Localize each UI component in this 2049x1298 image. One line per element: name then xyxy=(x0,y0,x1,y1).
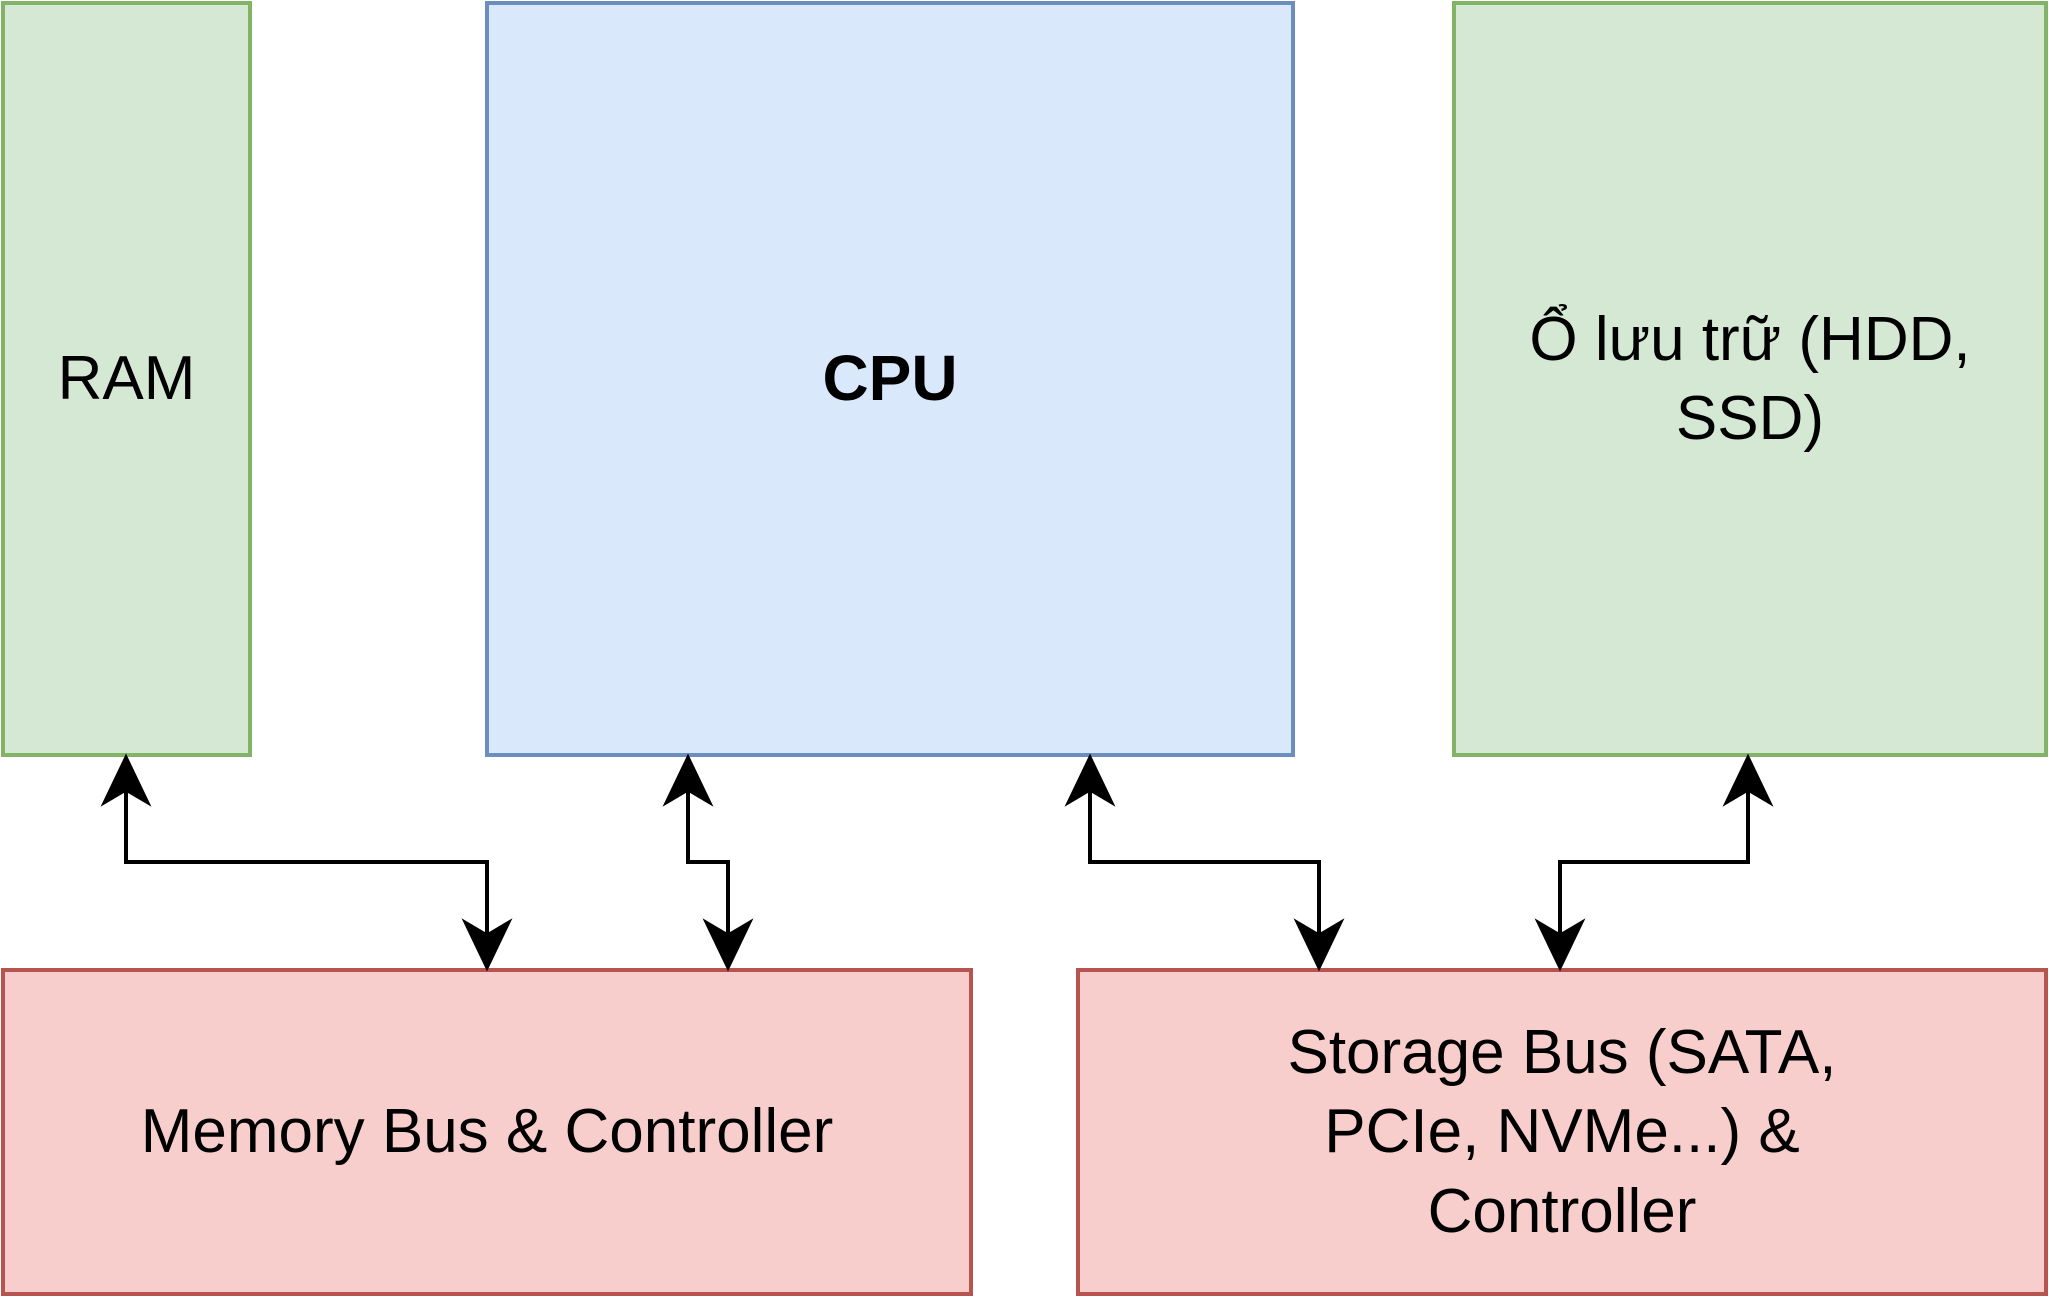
arrowhead-stobus-end xyxy=(1293,918,1345,972)
arrowhead-cpu-end xyxy=(662,753,714,807)
ram-label: RAM xyxy=(57,344,196,414)
edge-cpu-storage-bus xyxy=(1064,753,1345,972)
arrowhead-membus-end xyxy=(702,918,754,972)
cpu-label: CPU xyxy=(822,342,958,415)
arrowhead-storage-end xyxy=(1722,753,1774,807)
storage-bus-node: Storage Bus (SATA, PCIe, NVMe...) & Cont… xyxy=(1076,968,2048,1296)
edge-cpu-memory-bus xyxy=(662,753,754,972)
ram-node: RAM xyxy=(1,1,252,757)
arrowhead-cpu-end xyxy=(1064,753,1116,807)
storage-label: Ổ lưu trữ (HDD, SSD) xyxy=(1529,304,1971,453)
memory-bus-label: Memory Bus & Controller xyxy=(140,1097,834,1167)
arrowhead-membus-end xyxy=(461,918,513,972)
storage-node: Ổ lưu trữ (HDD, SSD) xyxy=(1452,1,2048,757)
edge-ram-memory-bus xyxy=(100,753,513,972)
edge-storage-storage-bus xyxy=(1534,753,1774,972)
storage-bus-label: Storage Bus (SATA, PCIe, NVMe...) & Cont… xyxy=(1287,1017,1837,1246)
arrowhead-stobus-end xyxy=(1534,918,1586,972)
cpu-node: CPU xyxy=(485,1,1295,757)
arrowhead-ram-end xyxy=(100,753,152,807)
memory-bus-node: Memory Bus & Controller xyxy=(1,968,973,1296)
